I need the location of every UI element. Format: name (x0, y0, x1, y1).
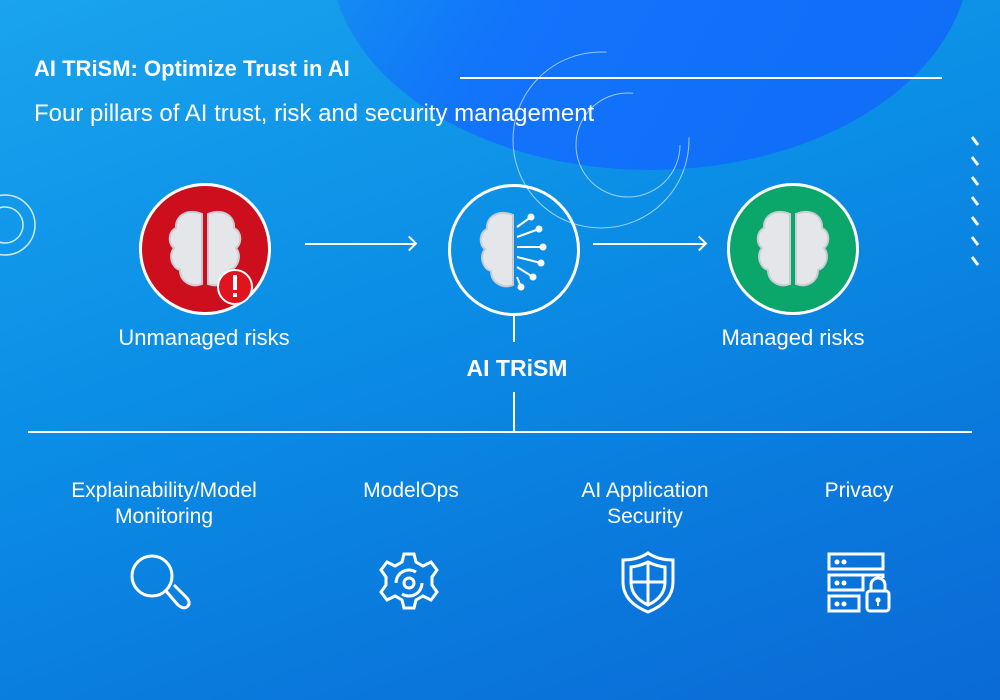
ai-trism-node (448, 184, 580, 316)
ai-trism-label: AI TRiSM (466, 355, 568, 381)
unmanaged-risks-node (139, 183, 271, 315)
page-subtitle: Four pillars of AI trust, risk and secur… (34, 100, 595, 127)
brain-circuit-icon (479, 211, 547, 291)
pillar-label: Explainability/Model Monitoring (71, 479, 257, 528)
pillar-app-security: AI Application Security (510, 478, 780, 530)
magnifier-icon (130, 554, 191, 610)
managed-risks-node (727, 183, 859, 315)
pillar-explainability: Explainability/Model Monitoring (29, 478, 299, 530)
shield-icon (621, 551, 675, 614)
arrow-right-icon (305, 243, 415, 245)
pillar-modelops: ModelOps (276, 478, 546, 504)
unmanaged-risks-label: Unmanaged risks (118, 325, 290, 350)
arrow-right-icon (593, 243, 705, 245)
brain-alert-icon (168, 210, 253, 305)
pillar-label: AI Application Security (581, 479, 709, 528)
connector-line (513, 316, 515, 342)
pillar-label: Privacy (824, 479, 894, 502)
brain-icon (756, 210, 830, 287)
server-lock-icon (827, 552, 891, 613)
pillars-divider (28, 431, 972, 433)
connector-line (513, 392, 515, 432)
managed-risks-label: Managed risks (721, 325, 865, 350)
page-title: AI TRiSM: Optimize Trust in AI (34, 56, 350, 81)
pillar-label: ModelOps (363, 479, 459, 502)
title-divider (460, 77, 942, 79)
gear-icon (379, 552, 439, 610)
pillar-privacy: Privacy (724, 478, 994, 504)
